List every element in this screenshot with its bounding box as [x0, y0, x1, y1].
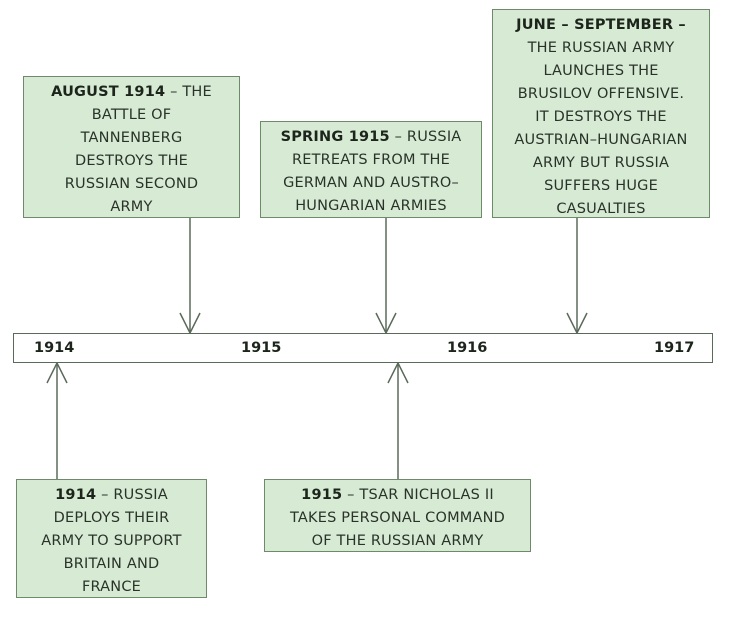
- event-heading-rest: – RUSSIA: [96, 487, 168, 503]
- event-text-line: TAKES PERSONAL COMMAND: [289, 510, 506, 526]
- event-box-august-1914: AUGUST 1914 – THE BATTLE OF TANNENBERG DEST…: [23, 76, 240, 218]
- event-date: 1914: [55, 487, 97, 503]
- event-text-line: TANNENBERG: [80, 130, 183, 146]
- event-text-line: ARMY TO SUPPORT: [41, 533, 182, 549]
- event-heading-line: AUGUST 1914 – THE: [24, 81, 239, 104]
- event-text-line: HUNGARIAN ARMIES: [295, 198, 447, 214]
- arrow-june-september: [566, 218, 588, 335]
- event-date: AUGUST 1914: [51, 84, 166, 100]
- arrow-spring-1915: [375, 218, 397, 335]
- event-date: SPRING 1915: [280, 129, 390, 145]
- event-text-line: CASUALTIES: [556, 201, 646, 217]
- year-label-1915: 1915: [241, 340, 282, 356]
- event-text-line: ARMY BUT RUSSIA: [532, 155, 670, 171]
- arrow-1914-deploy: [46, 361, 68, 479]
- event-heading-line: 1914 – RUSSIA: [17, 484, 206, 507]
- year-label-1916: 1916: [447, 340, 488, 356]
- event-text-line: IT DESTROYS THE: [535, 109, 667, 125]
- event-text-line: BATTLE OF: [91, 107, 172, 123]
- event-heading-rest: – TSAR NICHOLAS II: [342, 487, 494, 503]
- event-text-line: DESTROYS THE: [74, 153, 189, 169]
- event-text-line: RUSSIAN SECOND: [64, 176, 199, 192]
- event-text-line: SUFFERS HUGE: [544, 178, 658, 194]
- timeline-bar: 1914 1915 1916 1917: [13, 333, 713, 363]
- event-box-1914-deploy: 1914 – RUSSIA DEPLOYS THEIR ARMY TO SUPPOR…: [16, 479, 207, 598]
- event-text-line: DEPLOYS THEIR: [53, 510, 170, 526]
- event-box-spring-1915: SPRING 1915 – RUSSIA RETREATS FROM THE GER…: [260, 121, 482, 218]
- arrow-august-1914: [179, 218, 201, 335]
- event-text-line: BRITAIN AND: [63, 556, 160, 572]
- year-label-1917: 1917: [654, 340, 695, 356]
- event-text-line: AUSTRIAN–HUNGARIAN: [514, 132, 688, 148]
- event-heading-rest: – THE: [165, 84, 212, 100]
- event-box-june-september: JUNE – SEPTEMBER – THE RUSSIAN ARMY LAUNCH…: [492, 9, 710, 218]
- year-label-1914: 1914: [34, 340, 75, 356]
- event-text-line: ARMY: [110, 199, 153, 215]
- event-heading-rest: – RUSSIA: [389, 129, 462, 145]
- event-text-line: RETREATS FROM THE: [291, 152, 451, 168]
- event-date: JUNE – SEPTEMBER –: [516, 17, 686, 33]
- event-text-line: BRUSILOV OFFENSIVE.: [517, 86, 685, 102]
- event-text-line: OF THE RUSSIAN ARMY: [311, 533, 484, 549]
- event-heading-line: JUNE – SEPTEMBER –: [493, 14, 709, 37]
- event-date: 1915: [301, 487, 343, 503]
- event-heading-line: 1915 – TSAR NICHOLAS II: [265, 484, 530, 507]
- event-text-line: GERMAN AND AUSTRO–: [283, 175, 459, 191]
- arrow-1915-tsar: [387, 361, 409, 479]
- event-box-1915-tsar: 1915 – TSAR NICHOLAS II TAKES PERSONAL CO…: [264, 479, 531, 552]
- event-text-line: THE RUSSIAN ARMY: [527, 40, 675, 56]
- event-text-line: LAUNCHES THE: [543, 63, 659, 79]
- event-heading-line: SPRING 1915 – RUSSIA: [261, 126, 481, 149]
- event-text-line: FRANCE: [81, 579, 142, 595]
